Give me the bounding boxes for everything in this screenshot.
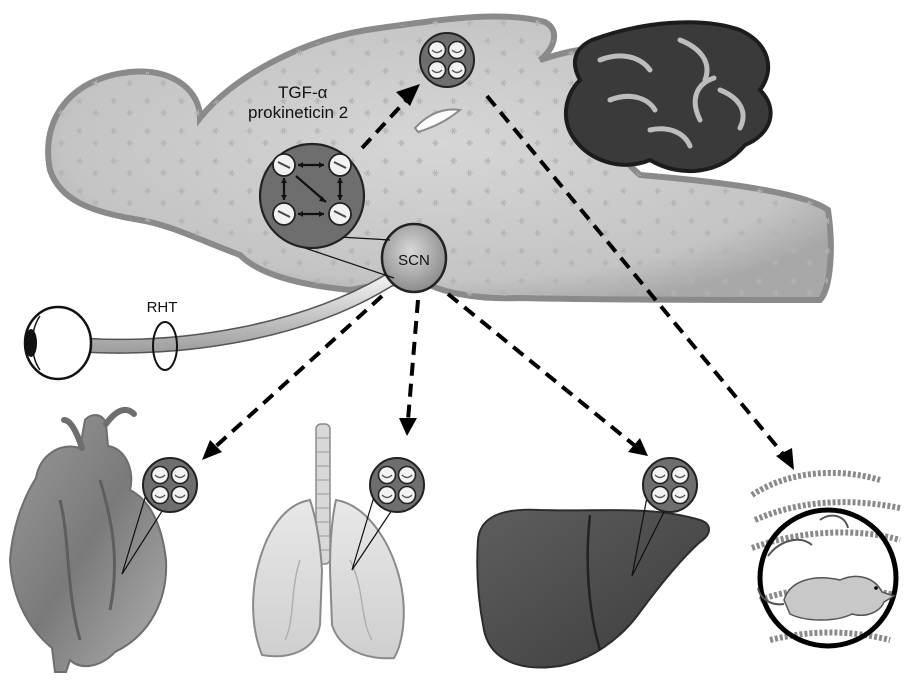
liver-organ	[477, 510, 709, 668]
lungs-organ	[253, 424, 404, 658]
rat-circadian-icon	[752, 473, 900, 646]
rat-silhouette	[784, 576, 894, 620]
lung-clock-cells	[370, 458, 424, 512]
rht-label: RHT	[147, 299, 178, 316]
cerebellum	[566, 22, 771, 171]
factor-label-tgf-alpha: TGF-α	[278, 83, 328, 102]
arrow-to-lung	[408, 300, 418, 420]
eye-icon	[25, 307, 91, 379]
cortex-clock-cells	[420, 33, 474, 87]
arrow-to-liver	[448, 294, 634, 445]
scn-cell-network	[260, 144, 364, 248]
liver-clock-cells	[643, 458, 697, 512]
scn-label: SCN	[398, 252, 430, 269]
factor-label-prokineticin: prokineticin 2	[248, 103, 348, 122]
heart-clock-cells	[143, 458, 197, 512]
